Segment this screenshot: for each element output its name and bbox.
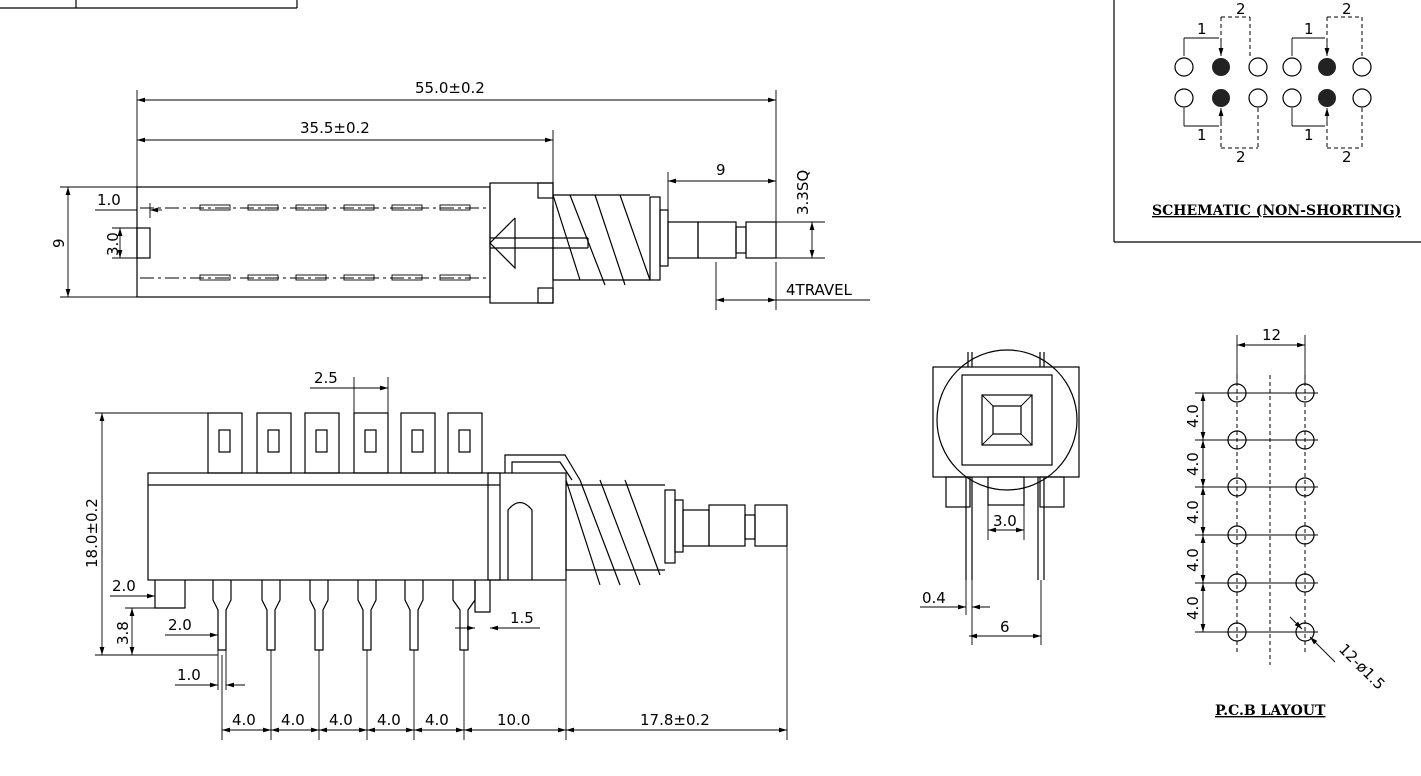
dim-plunger-length: 9 [716,161,726,179]
end-view-dimensions [920,505,1042,645]
dim-overall-length: 55.0±0.2 [415,79,485,97]
dim-tab: 3.0 [993,512,1017,530]
dim-spacing-4: 4.0 [377,711,401,729]
schematic-pole-label-2: 1 [1197,20,1207,38]
dim-front-height: 18.0±0.2 [83,498,101,568]
pcb-pins [154,580,491,651]
dim-pin-length: 3.8 [114,621,132,645]
schematic-pole-label-1: 2 [1236,0,1246,18]
dim-pin-thickness: 0.4 [922,589,946,607]
front-view-dimensions [95,377,788,740]
dim-pin-pitch: 2.5 [314,369,338,387]
schematic-pole-label-5: 2 [1342,0,1352,18]
dim-body-length: 35.5±0.2 [300,119,370,137]
dim-plunger-size: 3.3SQ [794,170,812,215]
dim-pcb-pitch-4: 4.0 [1184,548,1202,572]
dim-pin-width: 1.0 [177,666,201,684]
pcb-center-lines [1195,392,1318,633]
pcb-holes [1227,383,1315,642]
dim-pcb-pitch-1: 4.0 [1184,404,1202,428]
side-view [136,182,777,304]
dim-spacing-5: 4.0 [425,711,449,729]
dim-pin-span: 6 [1000,618,1010,636]
dim-travel: 4TRAVEL [786,281,853,299]
dim-side-height: 9 [50,238,68,248]
pcb-layout [1195,375,1318,665]
schematic-label: SCHEMATIC (NON-SHORTING) [1152,203,1401,219]
dim-stem: 17.8±0.2 [640,711,710,729]
dim-to-body: 10.0 [497,711,530,729]
pcb-layout-label: P.C.B LAYOUT [1215,703,1326,719]
schematic-pole-label-6: 1 [1304,20,1314,38]
dim-spacing-2: 4.0 [281,711,305,729]
dim-pcb-pitch-5: 4.0 [1184,596,1202,620]
end-view [932,349,1080,580]
dim-offset: 1.0 [97,191,121,209]
dim-pcb-pitch-3: 4.0 [1184,500,1202,524]
dim-spacing-1: 4.0 [232,711,256,729]
dim-pcb-holes: 12-ø1.5 [1335,640,1388,693]
dim-pin-a: 2.0 [112,577,136,595]
dim-spacing-3: 4.0 [329,711,353,729]
dim-pcb-width: 12 [1262,326,1281,344]
dim-pcb-pitch-2: 4.0 [1184,452,1202,476]
contact-dashes [199,204,471,281]
pcb-dimensions [1200,335,1336,663]
solder-lugs [207,412,483,474]
schematic-pole-label-3: 1 [1197,126,1207,144]
schematic-pole-label-4: 2 [1236,148,1246,166]
dim-pin-b: 2.0 [168,616,192,634]
title-block-fragment [0,0,298,9]
dim-pin-right: 1.5 [510,609,534,627]
dim-slot: 3.0 [104,232,122,256]
side-view-dimensions [60,90,870,310]
schematic-frame [1113,0,1421,243]
schematic-pole-label-7: 1 [1304,126,1314,144]
schematic [1174,16,1372,149]
front-view [147,412,788,651]
schematic-pole-label-8: 2 [1342,148,1352,166]
